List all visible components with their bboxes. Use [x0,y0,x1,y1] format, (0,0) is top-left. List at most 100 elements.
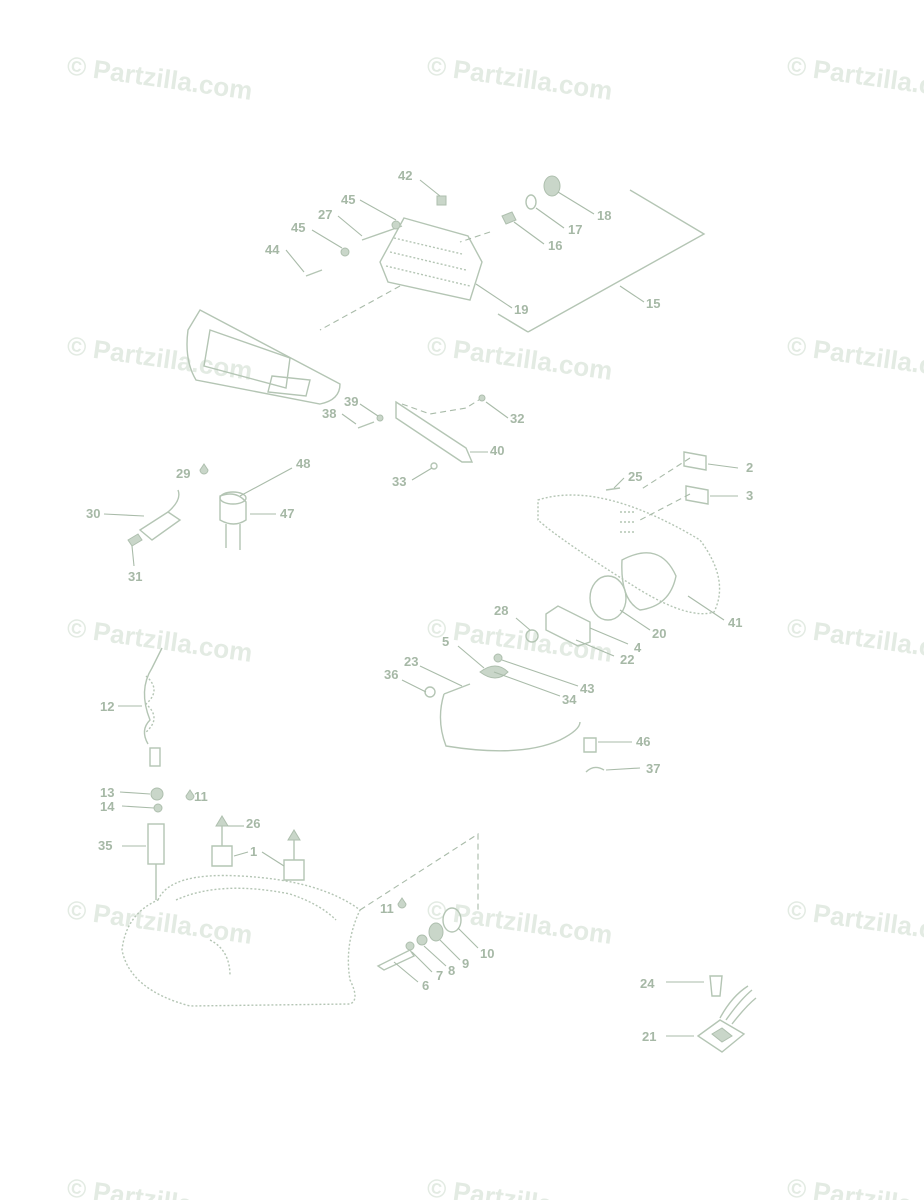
callout-44: 44 [265,242,280,257]
seal-7 [405,941,415,951]
fitting-31 [127,533,143,547]
leader-lines [103,179,739,1037]
watermark: © Partzilla.com [65,1172,254,1200]
ring-20 [589,575,627,621]
callout-42: 42 [398,168,412,183]
sensor-assembly [127,463,247,550]
callout-12: 12 [100,699,114,714]
clamp-13 [150,787,164,801]
callout-46: 46 [636,734,650,749]
callout-38: 38 [322,406,336,421]
assembly-line [319,285,401,331]
washer-45b [340,247,350,257]
watermark: © Partzilla.com [425,894,614,950]
callout-16: 16 [548,238,562,253]
callout-35: 35 [98,838,112,853]
hose-12-coil [144,675,155,733]
switch-housing-20 [621,552,677,611]
callout-45: 45 [291,220,305,235]
callout-39: 39 [344,394,358,409]
regulator-assembly [696,975,757,1053]
switch-panel-detail [620,511,634,533]
assembly-line [459,231,491,243]
callout-23: 23 [404,654,418,669]
regulator-21 [696,1019,746,1053]
callout-24: 24 [640,976,655,991]
callout-18: 18 [597,208,611,223]
watermark: © Partzilla.com [65,50,254,106]
callout-34: 34 [562,692,577,707]
watermark-layer: © Partzilla.com © Partzilla.com © Partzi… [65,50,924,1200]
nut-43 [493,653,503,663]
cap-26a [215,815,229,827]
callout-47: 47 [280,506,294,521]
callout-3: 3 [746,488,753,503]
assembly-line [639,457,691,521]
watermark: © Partzilla.com [785,330,924,386]
screw-38 [357,421,375,429]
cable-23 [439,693,581,752]
callout-45: 45 [341,192,355,207]
callout-25: 25 [628,469,642,484]
cap-26b [287,829,301,841]
callout-43: 43 [580,681,594,696]
watermark: © Partzilla.com [65,612,254,668]
washer-17 [525,194,537,210]
callout-1: 1 [250,844,257,859]
regulator-21-core [711,1027,733,1043]
gauge-bezel-window-small [267,375,311,397]
watermark: © Partzilla.com [785,1172,924,1200]
switch-2 [683,451,707,471]
washer-45a [391,220,401,230]
callout-21: 21 [642,1029,656,1044]
screw-25 [605,487,621,491]
callout-26: 26 [246,816,260,831]
washer-28 [525,629,539,643]
watermark: © Partzilla.com [425,330,614,386]
buzzer-47 [219,493,247,525]
bracket-40-assembly [357,394,486,470]
callout-33: 33 [392,474,406,489]
clamp-11b [397,897,407,909]
valve-9 [428,922,444,942]
assembly-line [359,832,479,912]
callout-37: 37 [646,761,660,776]
bracket-22 [545,605,591,647]
fitting-stems [221,826,295,860]
callout-15: 15 [646,296,660,311]
fuel-tank [121,874,361,1007]
watermark: © Partzilla.com [785,894,924,950]
watermark: © Partzilla.com [65,894,254,950]
cap-36 [424,686,436,698]
gauge-bezel-window [203,329,291,389]
gauge-cluster-assembly [186,175,706,405]
callout-41: 41 [728,615,742,630]
switch-assembly [424,451,721,773]
clip-37 [585,766,605,773]
buzzer-47-wires [225,524,241,550]
callout-10: 10 [480,946,494,961]
callout-32: 32 [510,411,524,426]
cap-18 [543,175,561,197]
callout-9: 9 [462,956,469,971]
watermark: © Partzilla.com [785,50,924,106]
callout-8: 8 [448,963,455,978]
callout-6: 6 [422,978,429,993]
fuel-tank-top-edge [175,887,337,921]
callout-20: 20 [652,626,666,641]
callout-27: 27 [318,207,332,222]
assembly-bracket-15 [497,189,706,333]
callout-22: 22 [620,652,634,667]
steering-cover-41 [537,494,721,615]
callout-17: 17 [568,222,582,237]
filter-35 [147,823,165,865]
callout-48: 48 [296,456,310,471]
callout-7: 7 [436,968,443,983]
watermark: © Partzilla.com [425,50,614,106]
nut-42 [436,195,447,206]
screw-46 [583,737,597,753]
fuel-tank-detail [209,939,231,977]
seal-14 [153,803,163,813]
callout-29: 29 [176,466,190,481]
